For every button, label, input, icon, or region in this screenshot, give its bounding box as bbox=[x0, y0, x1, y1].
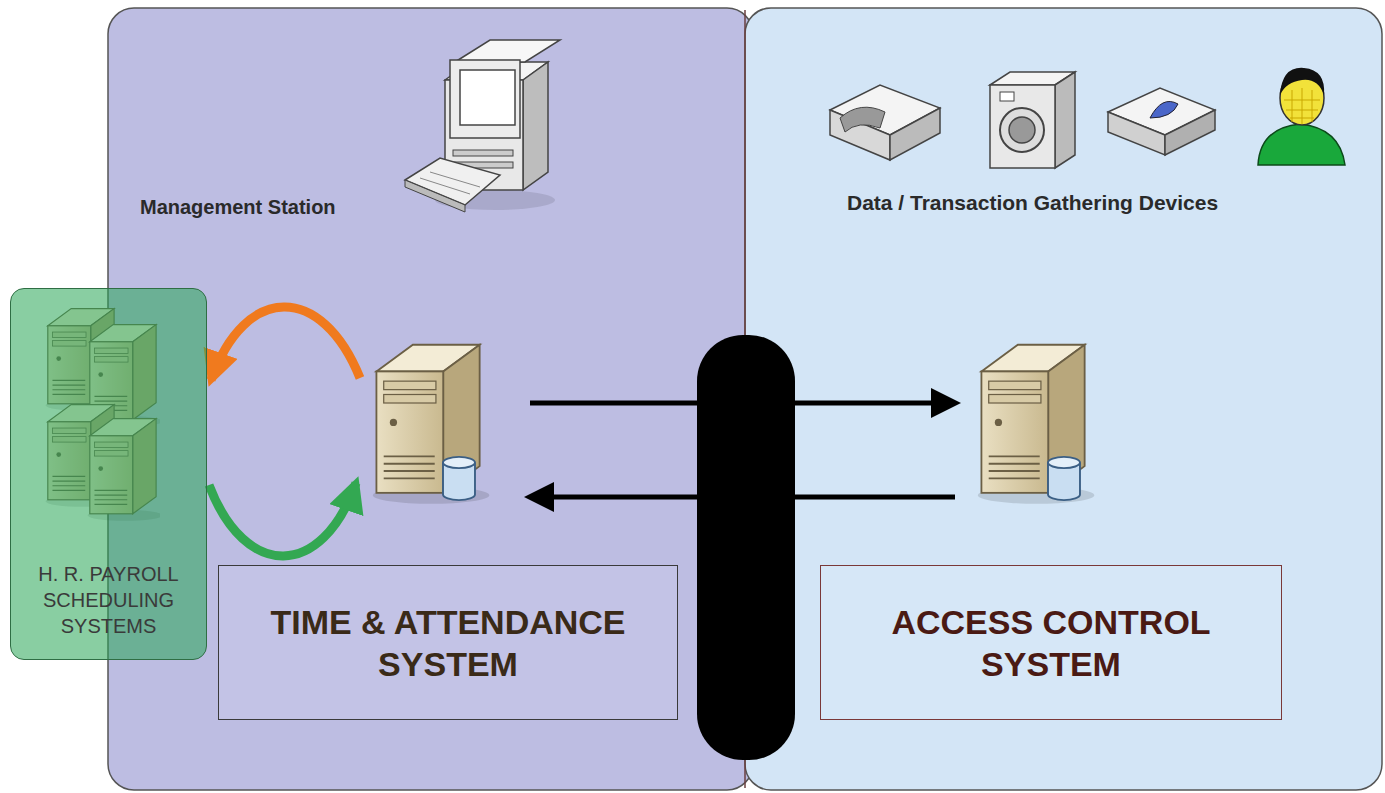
database-icon bbox=[443, 457, 475, 500]
system-region: TIME & ATTENDANCE SYSTEM bbox=[360, 330, 530, 720]
flow-arrow bbox=[530, 495, 955, 500]
system-label: H. R. PAYROLL SCHEDULING SYSTEMS bbox=[17, 561, 200, 639]
server-icon bbox=[373, 345, 490, 504]
face-recognition-icon bbox=[1258, 68, 1345, 165]
system-box: H. R. PAYROLL SCHEDULING SYSTEMS bbox=[10, 288, 207, 660]
camera-icon bbox=[990, 72, 1075, 168]
server-icon bbox=[978, 345, 1095, 504]
device-label: Management Station bbox=[140, 196, 336, 219]
flow-arrow bbox=[209, 483, 356, 556]
label-box: TIME & ATTENDANCE SYSTEM bbox=[218, 565, 678, 720]
system-title: ACCESS CONTROL SYSTEM bbox=[835, 601, 1267, 685]
card-reader-icon bbox=[830, 85, 940, 160]
flow-arrow bbox=[530, 401, 955, 406]
system-region: ACCESS CONTROL SYSTEM bbox=[955, 330, 1110, 720]
computer-icon bbox=[405, 40, 560, 212]
system-title: TIME & ATTENDANCE SYSTEM bbox=[233, 601, 663, 685]
database-icon bbox=[1048, 457, 1080, 500]
fingerprint-reader-icon bbox=[1108, 88, 1215, 155]
label-box: ACCESS CONTROL SYSTEM bbox=[820, 565, 1282, 720]
flow-arrow bbox=[211, 307, 360, 380]
device-group-label: Data / Transaction Gathering Devices bbox=[847, 191, 1218, 215]
